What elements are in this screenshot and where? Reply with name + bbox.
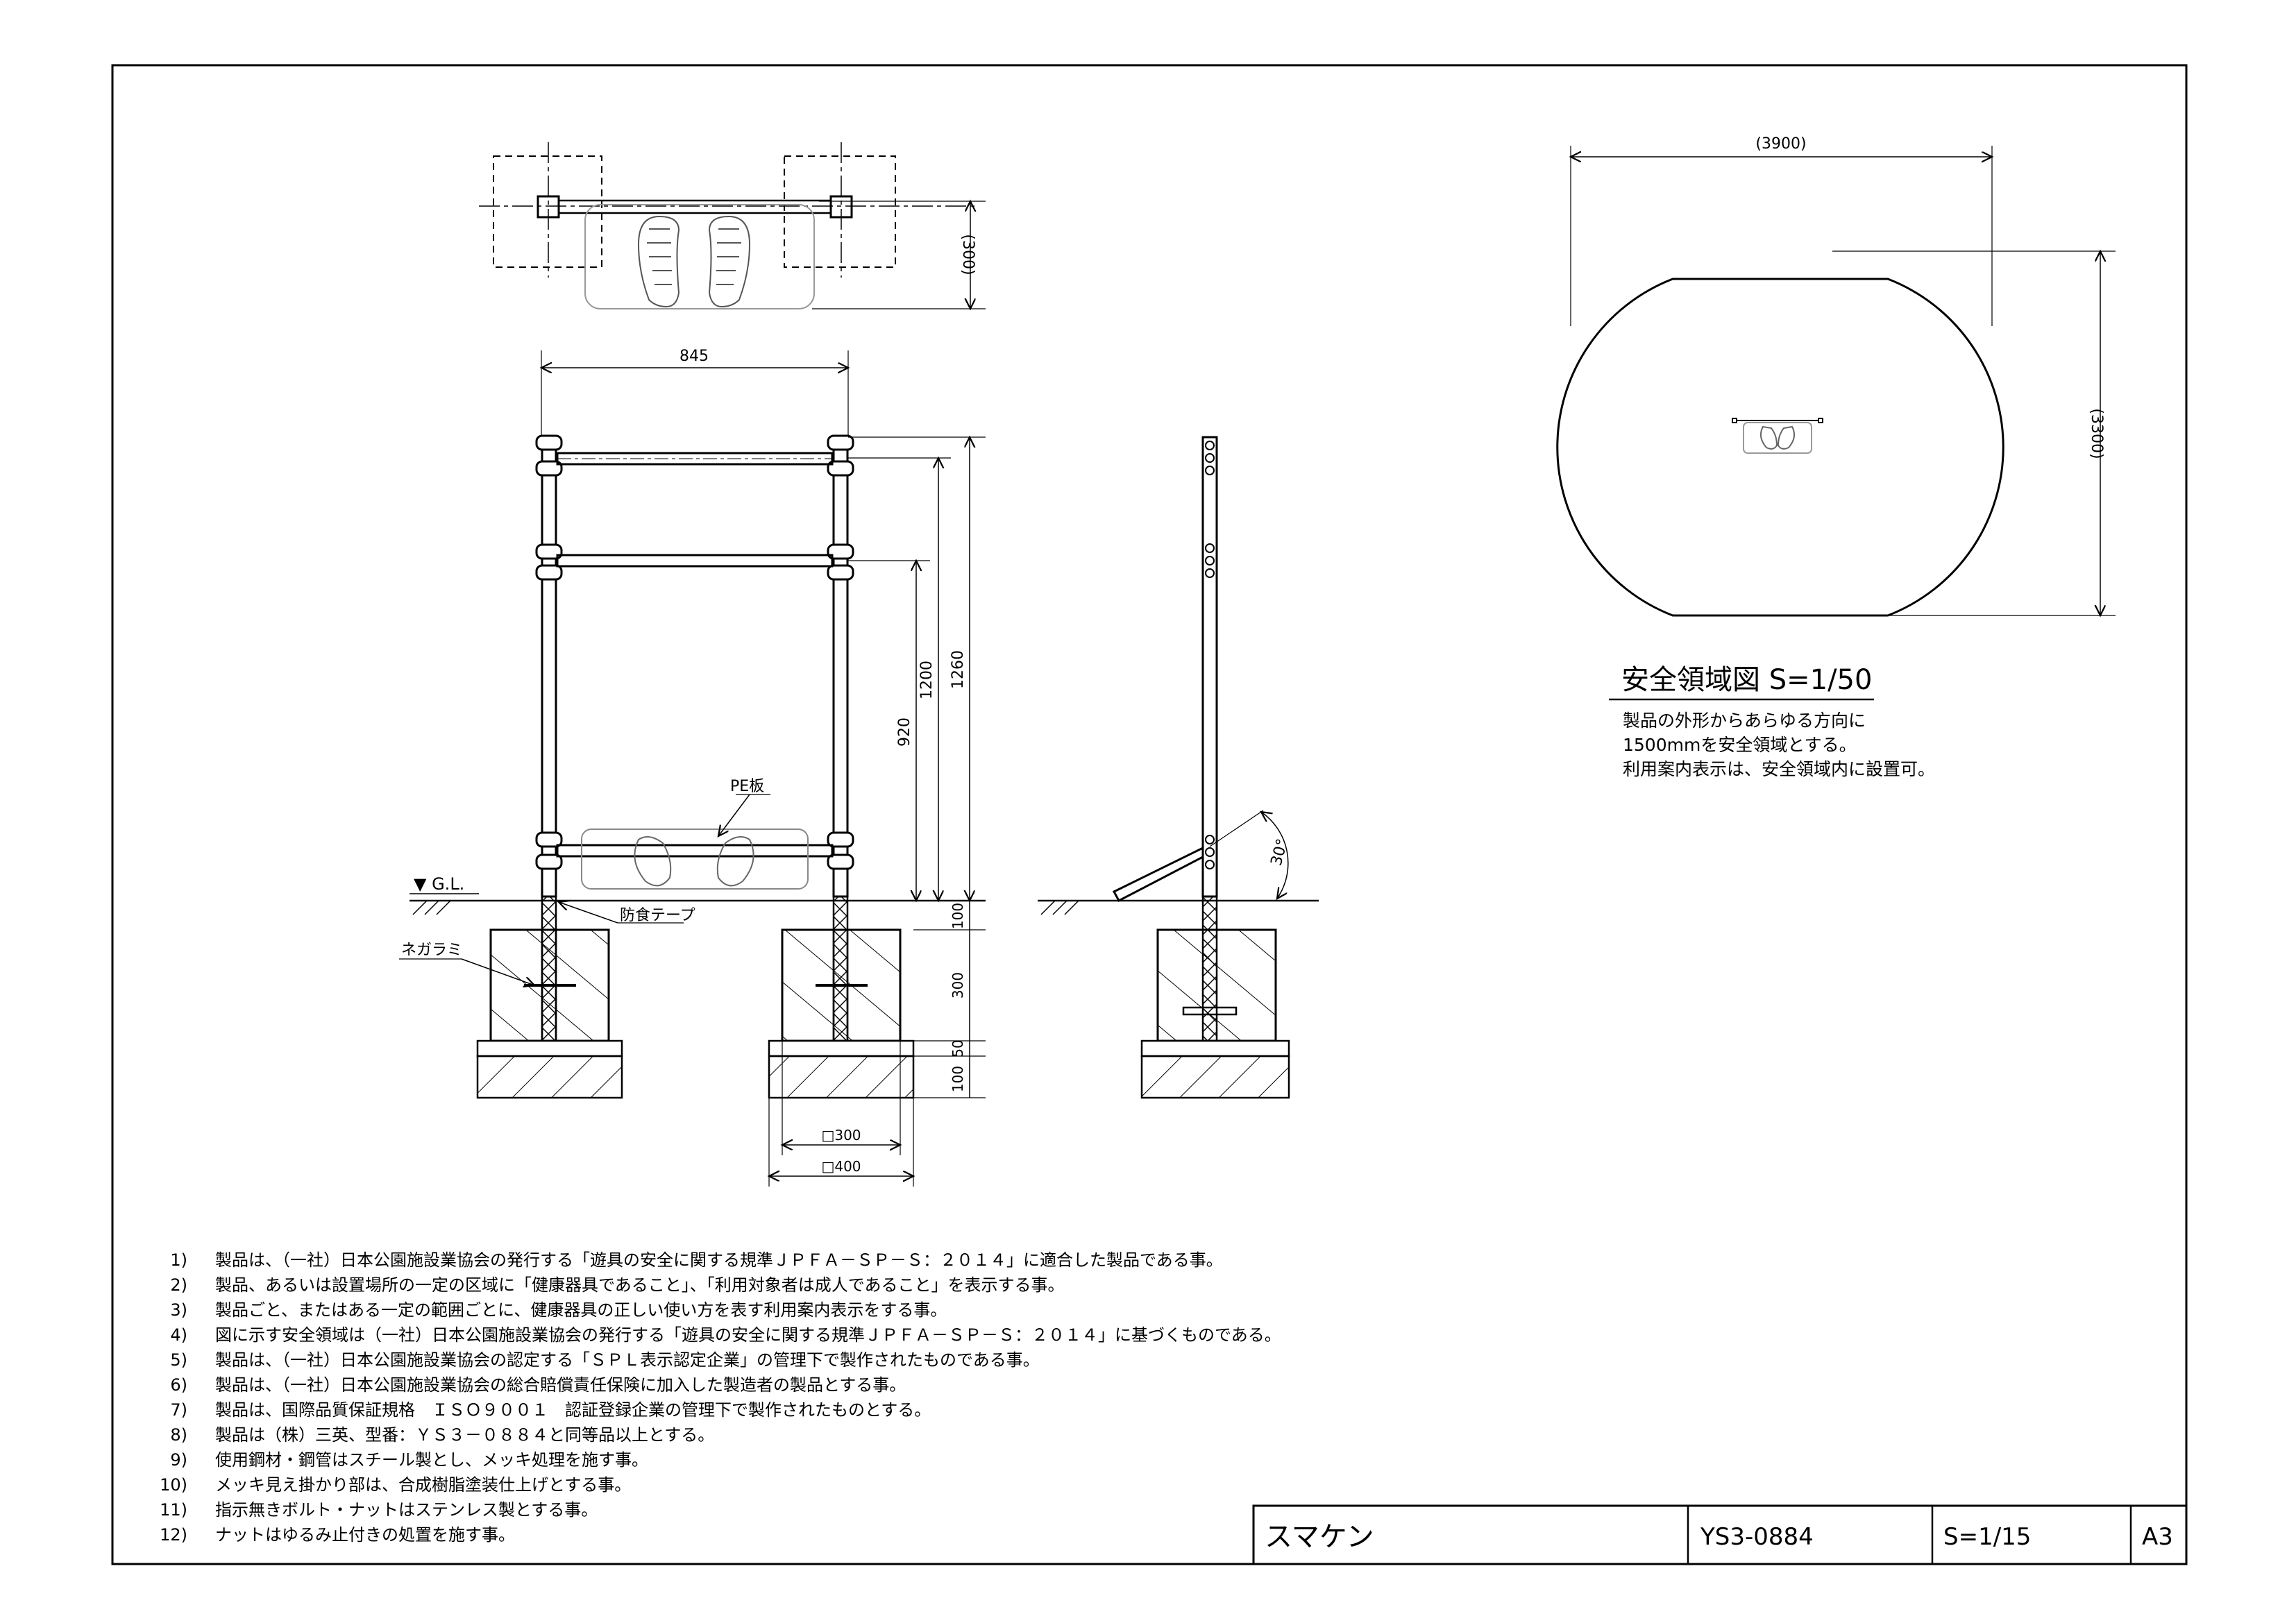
dim-safety-width: (3900) xyxy=(1755,135,1806,153)
pe-board xyxy=(581,829,809,890)
dim-width-845: 845 xyxy=(679,348,709,365)
foundation-right xyxy=(768,928,915,1099)
note-text: 製品は、（一社）日本公園施設業協会の発行する「遊具の安全に関する規準ＪＰＦＡ－Ｓ… xyxy=(215,1250,1223,1270)
note-num: 3) xyxy=(170,1300,187,1320)
label-negarami: ネガラミ xyxy=(401,942,462,959)
safety-area: (3900) (3300) 安全領域図 S=1/50 製品の外形からあらゆる方向… xyxy=(1556,135,2116,779)
dim-base-400: □400 xyxy=(821,1158,861,1175)
dim-depth-100b: 100 xyxy=(949,1066,966,1092)
foundation-left xyxy=(476,928,623,1099)
label-gl: ▼ G.L. xyxy=(414,874,464,894)
slanted-board xyxy=(1112,846,1204,903)
note-text: 製品ごと、またはある一定の範囲ごとに、健康器具の正しい使い方を表す利用案内表示を… xyxy=(215,1300,947,1320)
dim-depth-100: 100 xyxy=(949,903,966,929)
note-text: 図に示す安全領域は（一社）日本公園施設業協会の発行する「遊具の安全に関する規準Ｊ… xyxy=(215,1325,1281,1345)
note-text: 製品、あるいは設置場所の一定の区域に「健康器具であること」、「利用対象者は成人で… xyxy=(215,1275,1065,1295)
note-num: 8) xyxy=(170,1425,187,1445)
safety-title: 安全領域図 S=1/50 xyxy=(1621,664,1872,696)
note-num: 2) xyxy=(170,1275,187,1295)
note-num: 9) xyxy=(170,1450,187,1470)
dim-plan-depth: (300) xyxy=(959,234,977,275)
title-name: スマケン xyxy=(1265,1521,1374,1553)
note-num: 7) xyxy=(170,1400,187,1420)
dim-height-1260: 1260 xyxy=(949,650,967,689)
dim-depth-300: 300 xyxy=(949,972,966,999)
note-text: 指示無きボルト・ナットはステンレス製とする事。 xyxy=(215,1500,598,1520)
label-pe-board: PE板 xyxy=(730,778,764,795)
footprint-left xyxy=(637,215,680,308)
dim-depth-50: 50 xyxy=(949,1039,966,1057)
note-text: 製品は、国際品質保証規格 ＩＳＯ９００１ 認証登録企業の管理下で製作されたものと… xyxy=(215,1400,931,1420)
title-model: YS3-0884 xyxy=(1700,1523,1814,1551)
dim-safety-height: (3300) xyxy=(2088,408,2105,459)
dim-height-1200: 1200 xyxy=(918,661,936,699)
plan-view: (300) xyxy=(479,142,986,309)
safety-zone-outline xyxy=(1556,278,2004,617)
title-paper: A3 xyxy=(2142,1523,2173,1551)
note-text: 製品は、（一社）日本公園施設業協会の認定する「ＳＰＬ表示認定企業」の管理下で製作… xyxy=(215,1350,1040,1370)
note-num: 5) xyxy=(170,1350,187,1370)
sheet-border xyxy=(111,64,2188,1565)
bar-bottom xyxy=(556,844,834,858)
note-text: 製品は、（一社）日本公園施設業協会の総合賠償責任保険に加入した製造者の製品とする… xyxy=(215,1375,906,1395)
note-num: 11) xyxy=(160,1500,187,1520)
safety-line-3: 利用案内表示は、安全領域内に設置可。 xyxy=(1623,759,1935,779)
note-num: 4) xyxy=(170,1325,187,1345)
note-text: 製品は（株）三英、型番：ＹＳ３－０８８４と同等品以上とする。 xyxy=(215,1425,714,1445)
note-text: メッキ見え掛かり部は、合成樹脂塗装仕上げとする事。 xyxy=(215,1475,631,1495)
safety-mini-product xyxy=(1732,418,1823,454)
note-text: ナットはゆるみ止付きの処置を施す事。 xyxy=(215,1525,515,1545)
note-text: 使用鋼材・鋼管はスチール製とし、メッキ処理を施す事。 xyxy=(215,1450,648,1470)
safety-line-2: 1500mmを安全領域とする。 xyxy=(1623,735,1857,755)
side-elevation: 30° xyxy=(1038,436,1319,1099)
safety-line-1: 製品の外形からあらゆる方向に xyxy=(1623,711,1866,731)
label-anticorrosion-tape: 防食テープ xyxy=(620,907,695,924)
note-num: 10) xyxy=(160,1475,187,1495)
title-scale: S=1/15 xyxy=(1943,1523,2031,1551)
dim-base-300: □300 xyxy=(821,1127,861,1144)
note-num: 6) xyxy=(170,1375,187,1395)
post-left xyxy=(541,436,557,898)
front-elevation: 845 PE板 xyxy=(399,348,986,1187)
note-num: 1) xyxy=(170,1250,187,1270)
side-post xyxy=(1201,436,1218,898)
footprint-right xyxy=(708,215,751,308)
note-num: 12) xyxy=(160,1525,187,1545)
side-foundation xyxy=(1140,928,1290,1099)
dim-height-920: 920 xyxy=(896,717,913,747)
bar-middle xyxy=(556,554,834,568)
notes-list: 1) 製品は、（一社）日本公園施設業協会の発行する「遊具の安全に関する規準ＪＰＦ… xyxy=(160,1250,1281,1545)
title-block: スマケン YS3-0884 S=1/15 A3 xyxy=(1252,1504,2188,1565)
bar-top xyxy=(556,452,834,466)
post-right xyxy=(832,436,849,898)
